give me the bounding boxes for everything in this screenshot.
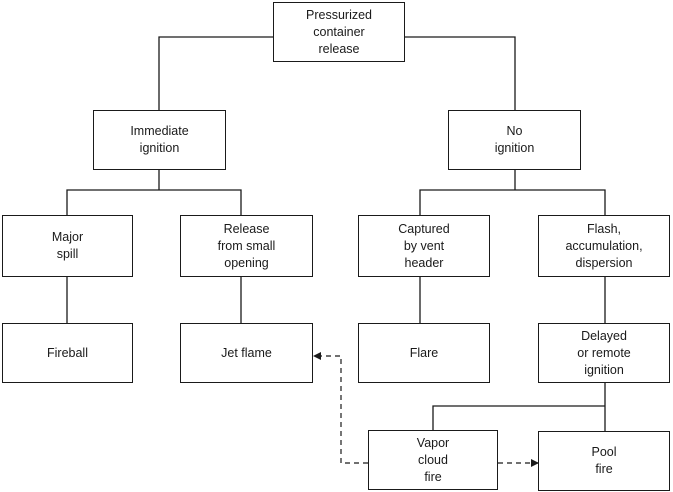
- node-release-from-small-opening: Release from small opening: [180, 215, 313, 277]
- connector-branch: [66, 189, 242, 215]
- node-no-ignition: No ignition: [448, 110, 581, 170]
- connector-branch: [419, 189, 606, 215]
- node-captured-by-vent-header: Captured by vent header: [358, 215, 490, 277]
- dashed-arrow-to-jet-flame: [313, 352, 368, 464]
- node-flare: Flare: [358, 323, 490, 383]
- node-immediate-ignition: Immediate ignition: [93, 110, 226, 170]
- node-jet-flame: Jet flame: [180, 323, 313, 383]
- node-flash-accumulation-dispersion: Flash, accumulation, dispersion: [538, 215, 670, 277]
- node-major-spill: Major spill: [2, 215, 133, 277]
- node-fireball: Fireball: [2, 323, 133, 383]
- connector-root-branch: [405, 36, 516, 110]
- node-delayed-or-remote-ignition: Delayed or remote ignition: [538, 323, 670, 383]
- node-pressurized-container-release: Pressurized container release: [273, 2, 405, 62]
- node-vapor-cloud-fire: Vapor cloud fire: [368, 430, 498, 490]
- connector-branch: [432, 405, 605, 430]
- node-pool-fire: Pool fire: [538, 431, 670, 491]
- connector-root-branch: [158, 36, 273, 110]
